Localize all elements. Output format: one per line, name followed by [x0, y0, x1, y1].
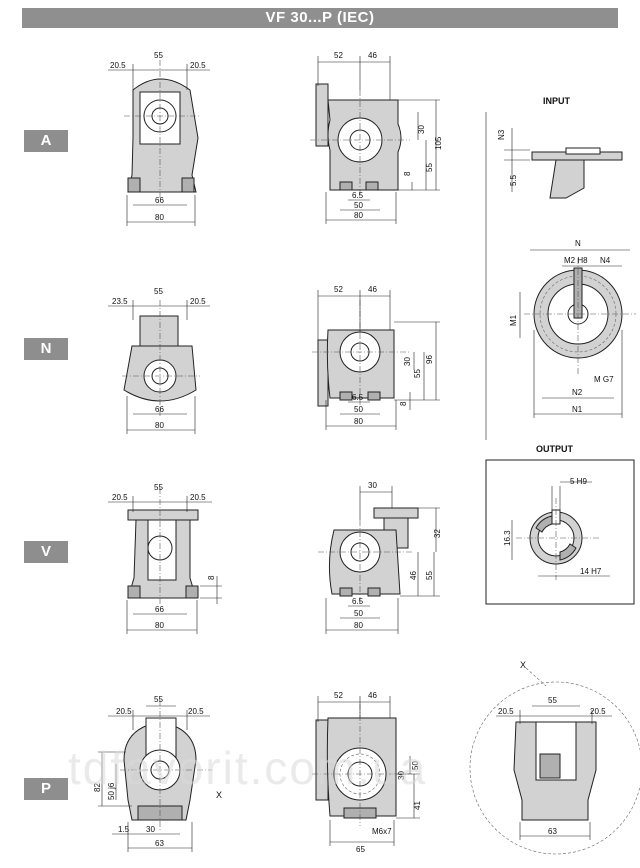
dim-n-front-total: 80	[155, 421, 164, 430]
version-tab-a: A	[24, 130, 68, 152]
dim-v-side-55: 55	[425, 571, 434, 580]
input-label-n1: N1	[572, 405, 583, 414]
dim-p-side-m6x7: M6x7	[372, 827, 392, 836]
dim-p-front-30: 30	[146, 825, 155, 834]
drawing-v-front: 20.5 55 20.5 8 66 80	[108, 483, 222, 634]
drawing-n-side: 52 46 30 55 96 8 6.5 50 80	[312, 285, 440, 430]
dim-p-side-52: 52	[334, 691, 343, 700]
p-detail-x: X 55 20.5 20.5 63	[469, 660, 640, 855]
output-label-16-3: 16.3	[503, 530, 512, 546]
dim-p-detail-63: 63	[548, 827, 557, 836]
dim-v-front-total: 80	[155, 621, 164, 630]
dim-n-front-base: 66	[155, 405, 164, 414]
input-title: INPUT	[543, 96, 571, 106]
dim-n-side-80: 80	[354, 417, 363, 426]
dim-v-side-32: 32	[433, 529, 442, 538]
drawing-p-front: 20.5 55 20.5 82 50 j6 1.5 30 63 X	[93, 695, 222, 852]
dim-n-front-right: 20.5	[190, 297, 206, 306]
dim-p-front-1-5: 1.5	[118, 825, 130, 834]
dim-a-side-105: 105	[434, 136, 443, 150]
dim-p-front-right: 20.5	[188, 707, 204, 716]
drawing-p-side: 52 46 30 50 41 M6x7 65	[312, 691, 422, 854]
detail-x-marker: X	[520, 660, 526, 670]
dim-a-side-8: 8	[403, 171, 412, 176]
dim-n-side-55: 55	[413, 369, 422, 378]
dim-p-side-46: 46	[368, 691, 377, 700]
dim-n-side-6-5: 6.5	[352, 393, 364, 402]
input-detail: INPUT N3 5.5 N M2 H8 N4 M1 N2 N1 M G7	[485, 96, 636, 440]
dim-a-side-6-5: 6.5	[352, 191, 364, 200]
input-label-n: N	[575, 239, 581, 248]
dim-n-side-50: 50	[354, 405, 363, 414]
input-label-m2: M2 H8	[564, 256, 588, 265]
dim-a-side-55: 55	[425, 163, 434, 172]
dim-n-side-8: 8	[399, 401, 408, 406]
dim-n-front-left: 23.5	[112, 297, 128, 306]
input-label-n3: N3	[497, 129, 506, 140]
dim-p-front-82: 82	[93, 783, 102, 792]
dim-a-front-width: 55	[154, 51, 163, 60]
dim-p-side-50: 50	[411, 761, 420, 770]
dim-v-side-50: 50	[354, 609, 363, 618]
page-title: VF 30...P (IEC)	[22, 8, 618, 28]
dim-a-front-left: 20.5	[110, 61, 126, 70]
output-detail: OUTPUT 5 H9 16.3 14 H7	[485, 444, 635, 605]
dim-a-front-total: 80	[155, 213, 164, 222]
dim-a-side-52: 52	[334, 51, 343, 60]
dim-p-front-50j6: 50 j6	[107, 782, 116, 800]
dim-p-side-65: 65	[356, 845, 365, 854]
input-label-m1: M1	[509, 314, 518, 326]
output-label-5h9: 5 H9	[570, 477, 587, 486]
detail-marker-x: X	[216, 790, 222, 800]
dim-v-side-80: 80	[354, 621, 363, 630]
dim-p-side-41: 41	[413, 801, 422, 810]
dim-n-side-96: 96	[425, 355, 434, 364]
input-label-n4: N4	[600, 256, 611, 265]
dim-v-side-46: 46	[409, 571, 418, 580]
dim-n-side-46: 46	[368, 285, 377, 294]
dim-p-side-30: 30	[397, 771, 406, 780]
dim-p-front-63: 63	[155, 839, 164, 848]
dim-v-front-right: 20.5	[190, 493, 206, 502]
dim-v-side-30: 30	[368, 481, 377, 490]
dim-v-side-6-5: 6.5	[352, 597, 364, 606]
drawing-n-front: 23.5 55 20.5 66 80	[108, 287, 210, 434]
dim-a-side-50: 50	[354, 201, 363, 210]
dim-a-side-30: 30	[417, 125, 426, 134]
output-title: OUTPUT	[536, 444, 574, 454]
drawing-v-side: 30 32 46 55 6.5 50 80	[318, 481, 442, 634]
watermark: tdfavorit.com.ua	[68, 742, 427, 794]
dim-n-front-width: 55	[154, 287, 163, 296]
output-label-14h7: 14 H7	[580, 567, 602, 576]
dim-a-side-80: 80	[354, 211, 363, 220]
dim-n-side-30: 30	[403, 357, 412, 366]
dim-p-detail-55: 55	[548, 696, 557, 705]
dim-a-side-46: 46	[368, 51, 377, 60]
dim-v-front-left: 20.5	[112, 493, 128, 502]
dim-a-front-base: 66	[155, 196, 164, 205]
version-tab-n: N	[24, 338, 68, 360]
dim-v-front-base: 66	[155, 605, 164, 614]
version-tab-v: V	[24, 541, 68, 563]
dim-p-detail-right: 20.5	[590, 707, 606, 716]
dim-p-detail-left: 20.5	[498, 707, 514, 716]
input-label-5-5: 5.5	[509, 174, 518, 186]
dim-n-side-52: 52	[334, 285, 343, 294]
version-tab-p: P	[24, 778, 68, 800]
drawing-a-side: 52 46 30 105 55 8 6.5 50 80	[310, 51, 443, 224]
dim-v-front-8: 8	[207, 575, 216, 580]
dim-v-front-width: 55	[154, 483, 163, 492]
drawing-a-front: 20.5 55 20.5 66 80	[108, 51, 210, 226]
input-label-n2: N2	[572, 388, 583, 397]
input-label-m-g7: M G7	[594, 375, 614, 384]
dim-a-front-right: 20.5	[190, 61, 206, 70]
dim-p-front-width: 55	[154, 695, 163, 704]
dim-p-front-left: 20.5	[116, 707, 132, 716]
